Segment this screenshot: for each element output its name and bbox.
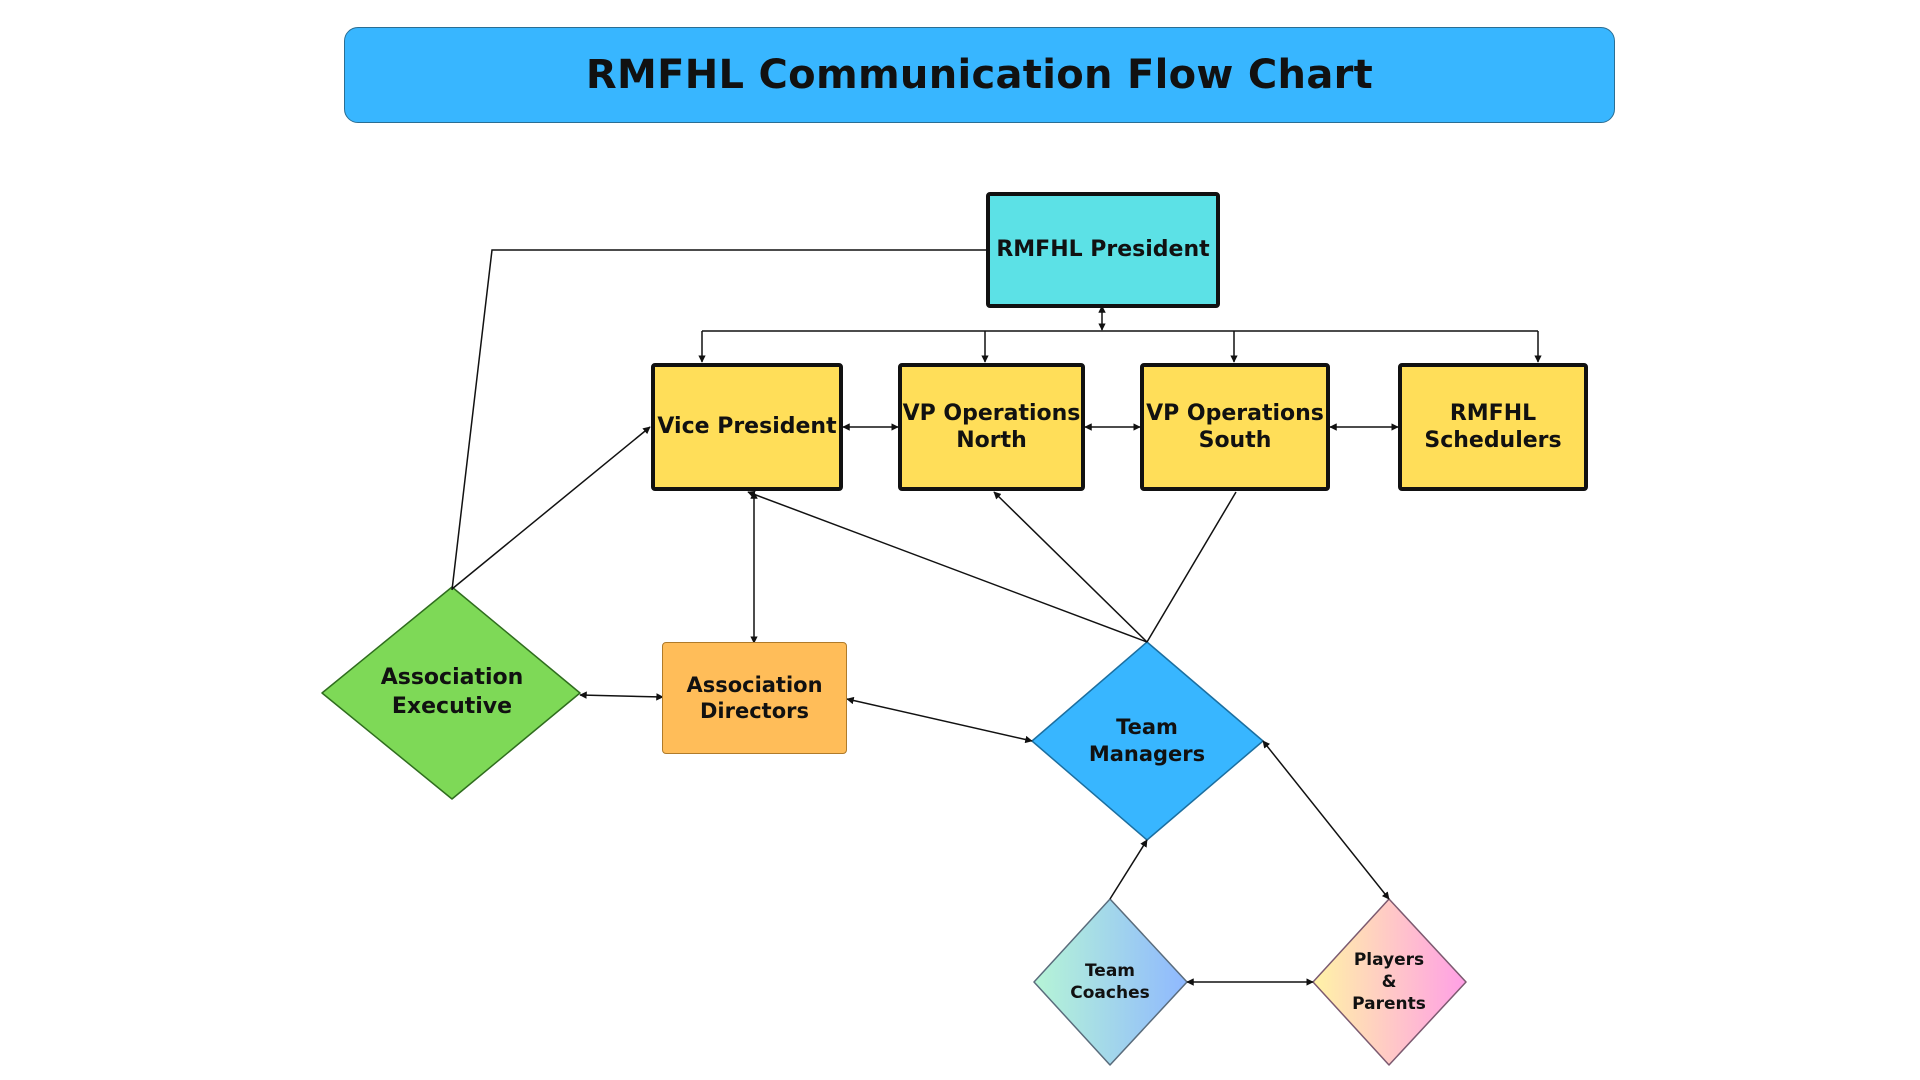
chart-title: RMFHL Communication Flow Chart [585, 52, 1374, 98]
association-directors-label: Association Directors [686, 672, 823, 723]
players-parents-label: Players & Parents [1352, 949, 1426, 1015]
association-executive-label: Association Executive [380, 665, 524, 719]
team-coaches-label: Team Coaches [1070, 960, 1150, 1003]
vp-operations-south-box: VP Operations South [1140, 363, 1330, 491]
vp-operations-north-box: VP Operations North [898, 363, 1085, 491]
team-managers-label: Team Managers [1088, 714, 1206, 766]
players-parents-shape [1312, 898, 1467, 1066]
title-banner: RMFHL Communication Flow Chart [344, 27, 1615, 123]
vp-operations-north-label: VP Operations North [902, 400, 1081, 454]
vp-operations-south-label: VP Operations South [1146, 400, 1324, 454]
rmfhl-schedulers-box: RMFHL Schedulers [1398, 363, 1588, 491]
team-coaches-shape [1033, 898, 1188, 1066]
rmfhl-president-label: RMFHL President [996, 237, 1210, 263]
association-directors-box: Association Directors [662, 642, 847, 754]
rmfhl-schedulers-label: RMFHL Schedulers [1424, 400, 1562, 454]
vice-president-box: Vice President [651, 363, 843, 491]
assoc-executive-shape [321, 586, 581, 800]
vice-president-label: Vice President [657, 414, 837, 440]
rmfhl-president-box: RMFHL President [986, 192, 1220, 308]
